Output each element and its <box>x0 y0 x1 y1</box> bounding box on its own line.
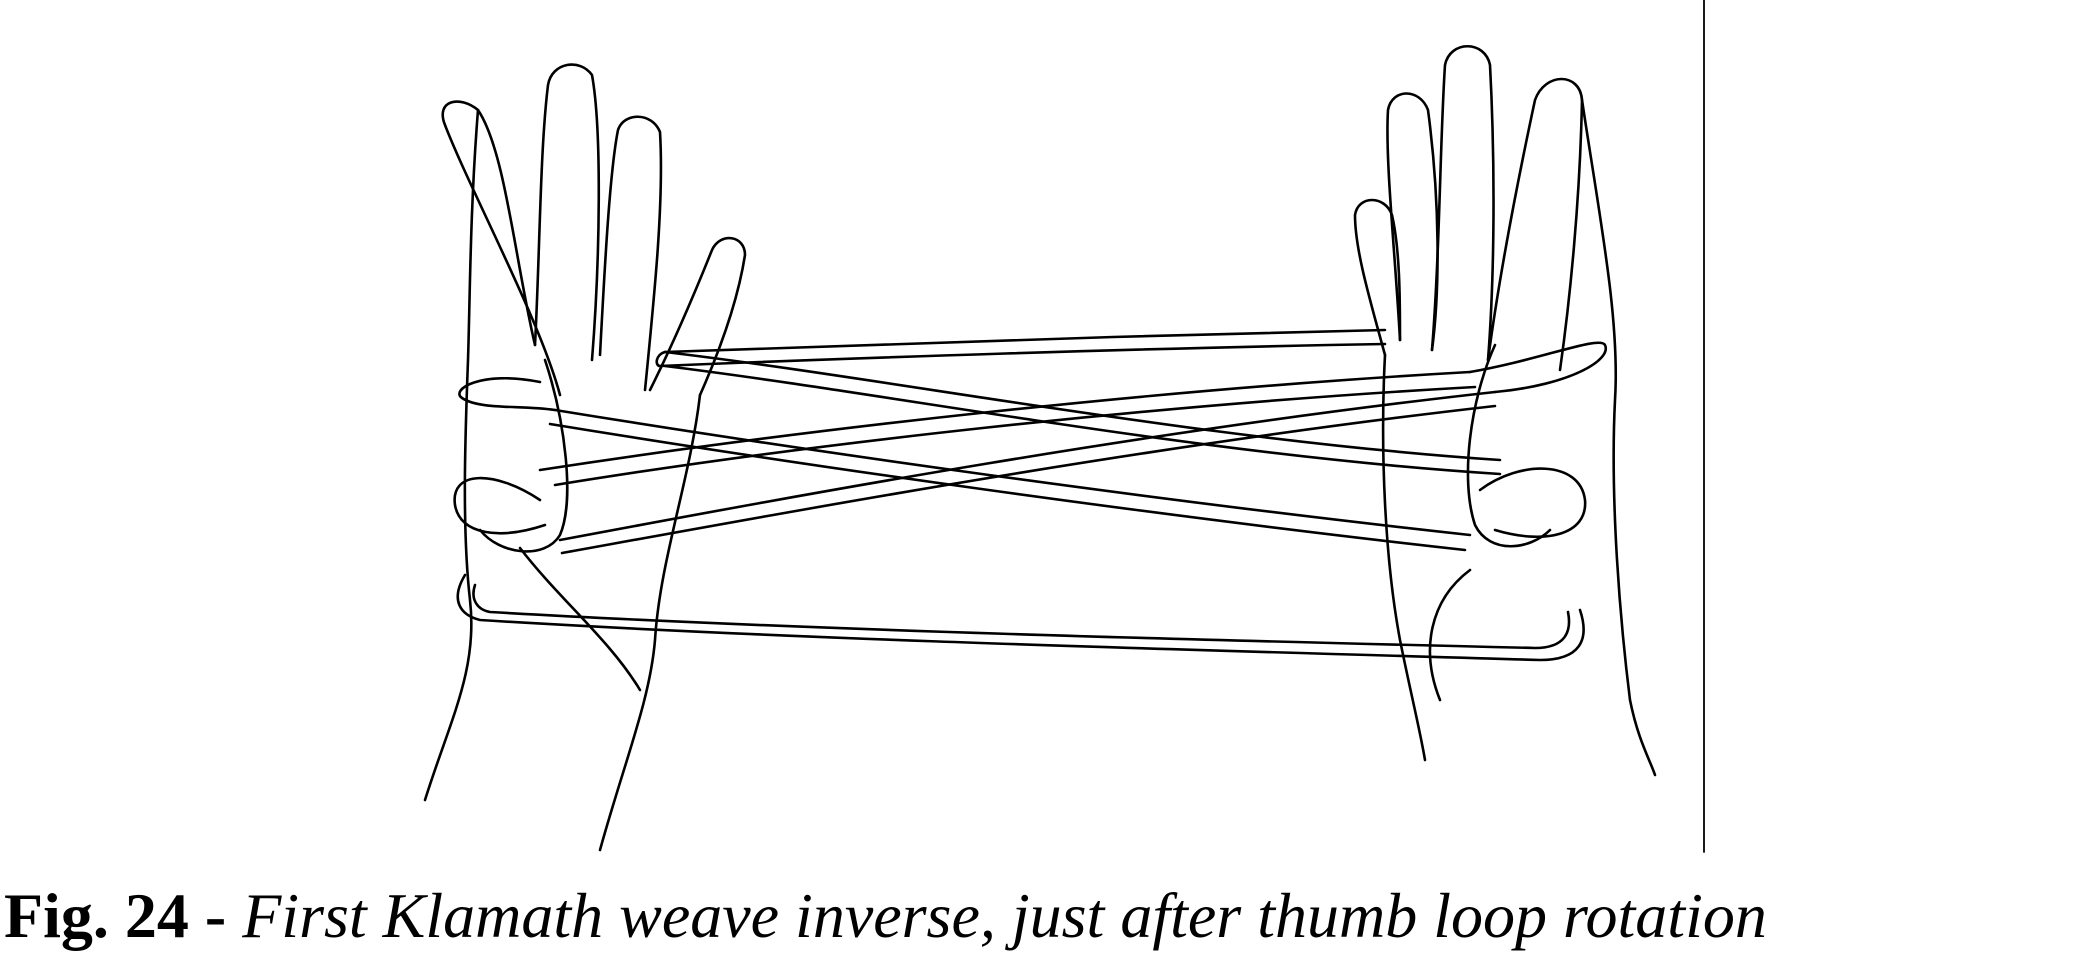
string-top-left-end <box>655 350 667 368</box>
string-loops <box>456 328 1608 662</box>
string-cross-d-1 <box>663 350 1502 462</box>
string-cross-d-2 <box>663 364 1502 476</box>
right-palm-outline <box>1580 98 1657 777</box>
figure-description: First Klamath weave inverse, just after … <box>242 880 1767 951</box>
string-figure-illustration <box>423 0 1705 853</box>
figure-caption: Fig. 24 - First Klamath weave inverse, j… <box>4 878 2084 954</box>
right-ring-finger <box>1430 44 1495 362</box>
string-cross-a-1 <box>553 408 1472 537</box>
string-left-outer-wrap <box>458 377 557 412</box>
string-bottom-strand-1 <box>456 573 1585 662</box>
string-cross-c-2 <box>560 404 1497 555</box>
left-wrist-inner <box>598 393 702 852</box>
right-thumb-base <box>1428 568 1472 702</box>
right-index-finger <box>1353 198 1402 357</box>
string-top-strand-1 <box>663 328 1387 354</box>
string-cross-a-2 <box>548 422 1467 552</box>
left-ring-finger <box>533 63 601 362</box>
left-hand <box>423 63 747 852</box>
string-bottom-strand-2 <box>472 583 1571 650</box>
string-right-outer-wrap <box>1468 341 1608 394</box>
string-cross-c-1 <box>558 390 1497 542</box>
left-thumb-base <box>518 546 642 692</box>
right-hand <box>1353 44 1657 777</box>
right-wrist-inner <box>1381 353 1427 762</box>
figure-number: Fig. 24 - <box>4 880 227 951</box>
string-cross-b-2 <box>553 385 1477 487</box>
right-middle-finger <box>1386 92 1439 352</box>
left-palm-outline <box>423 108 480 802</box>
left-thumb <box>453 476 547 535</box>
left-middle-finger <box>598 115 663 392</box>
right-pinky-finger <box>1486 77 1584 372</box>
string-left-thumb-loop <box>478 358 569 553</box>
right-thumb <box>1478 467 1587 538</box>
left-pinky-finger <box>441 100 562 397</box>
string-right-thumb-loop <box>1466 343 1552 548</box>
left-index-finger <box>648 236 747 397</box>
string-cross-b-1 <box>538 370 1472 472</box>
